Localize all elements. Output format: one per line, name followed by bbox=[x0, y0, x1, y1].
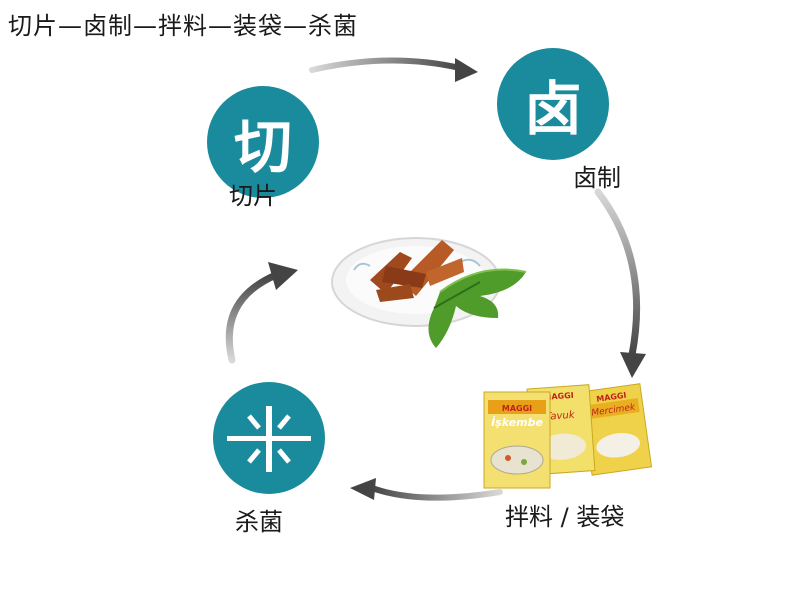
slice-step-symbol: 切 bbox=[233, 113, 292, 181]
slice-step-icon: 切 bbox=[207, 86, 319, 198]
package-name-2: Tavuk bbox=[545, 410, 576, 423]
arrow-slice-to-braise bbox=[309, 57, 478, 82]
slice-step-label: 切片 bbox=[229, 182, 277, 210]
sterilize-step-label: 杀菌 bbox=[235, 508, 283, 536]
package-brand-2: MAGGI bbox=[543, 391, 574, 402]
package-brand-3: MAGGI bbox=[596, 391, 627, 404]
sterilize-step-icon bbox=[213, 382, 325, 494]
braise-step-label: 卤制 bbox=[573, 164, 621, 192]
seasoning-packages-image: MAGGI Mercimek MAGGI Tavuk MAGGI İşkembe bbox=[483, 383, 652, 489]
mix-pack-step-label: 拌料 / 装袋 bbox=[505, 503, 625, 531]
braise-step-icon: 卤 bbox=[497, 48, 609, 160]
package-name-1: İşkembe bbox=[491, 415, 543, 429]
arrow-pack-to-sterilize bbox=[350, 478, 503, 501]
arrow-sterilize-to-loop bbox=[225, 262, 298, 364]
arrow-braise-to-pack bbox=[594, 188, 646, 378]
sterilize-symbol-icon bbox=[227, 406, 311, 472]
package-brand-1: MAGGI bbox=[502, 404, 532, 413]
process-title: 切片—卤制—拌料—装袋—杀菌 bbox=[8, 12, 358, 40]
braised-dish-image bbox=[331, 237, 527, 348]
braise-step-symbol: 卤 bbox=[523, 75, 582, 143]
